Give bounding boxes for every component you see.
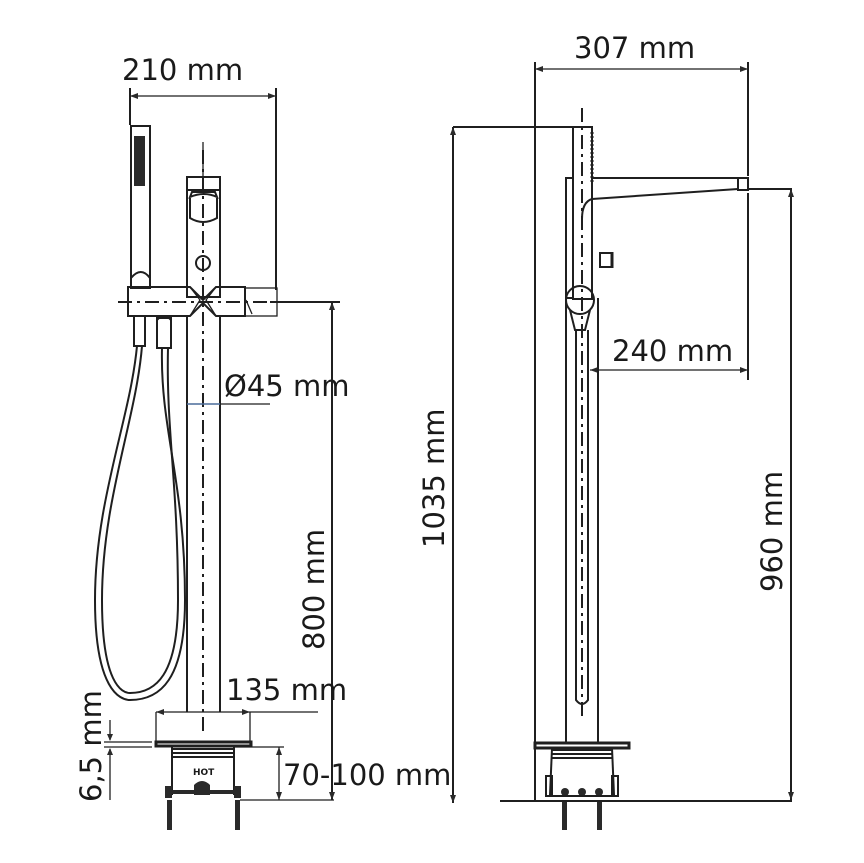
hand-shower bbox=[130, 125, 151, 289]
dimension-240: 240 mm bbox=[590, 334, 748, 373]
base-plate: 135 mm HOT bbox=[154, 673, 347, 830]
dimension-70-100: 70-100 mm bbox=[234, 746, 451, 801]
label-307mm: 307 mm bbox=[574, 31, 695, 65]
label-800mm: 800 mm bbox=[297, 529, 331, 650]
front-view: 210 mm bbox=[74, 53, 451, 830]
label-135mm: 135 mm bbox=[226, 673, 347, 707]
dimension-210: 210 mm bbox=[122, 53, 277, 290]
label-240mm: 240 mm bbox=[612, 334, 733, 368]
dimension-800: 800 mm bbox=[270, 301, 340, 800]
side-base bbox=[500, 741, 792, 830]
label-210mm: 210 mm bbox=[122, 53, 243, 87]
label-70-100mm: 70-100 mm bbox=[283, 758, 451, 792]
label-6-5mm: 6,5 mm bbox=[74, 690, 108, 802]
side-main-pipe bbox=[565, 298, 599, 742]
shower-hose bbox=[93, 315, 187, 702]
label-diameter-45mm: Ø45 mm bbox=[224, 369, 349, 403]
label-960mm: 960 mm bbox=[755, 471, 789, 592]
dimension-960: 960 mm bbox=[748, 188, 794, 800]
dimension-diameter: Ø45 mm bbox=[187, 369, 349, 405]
mixer-body bbox=[118, 142, 340, 317]
dimension-307: 307 mm bbox=[534, 31, 749, 800]
main-pipe bbox=[186, 150, 221, 732]
label-1035mm: 1035 mm bbox=[417, 408, 451, 548]
spout-assembly bbox=[565, 108, 749, 720]
hot-marking: HOT bbox=[193, 768, 215, 778]
side-view: 307 mm 1035 mm bbox=[417, 31, 794, 830]
dimension-1035: 1035 mm bbox=[417, 126, 592, 803]
dimension-6-5: 6,5 mm bbox=[74, 690, 152, 802]
